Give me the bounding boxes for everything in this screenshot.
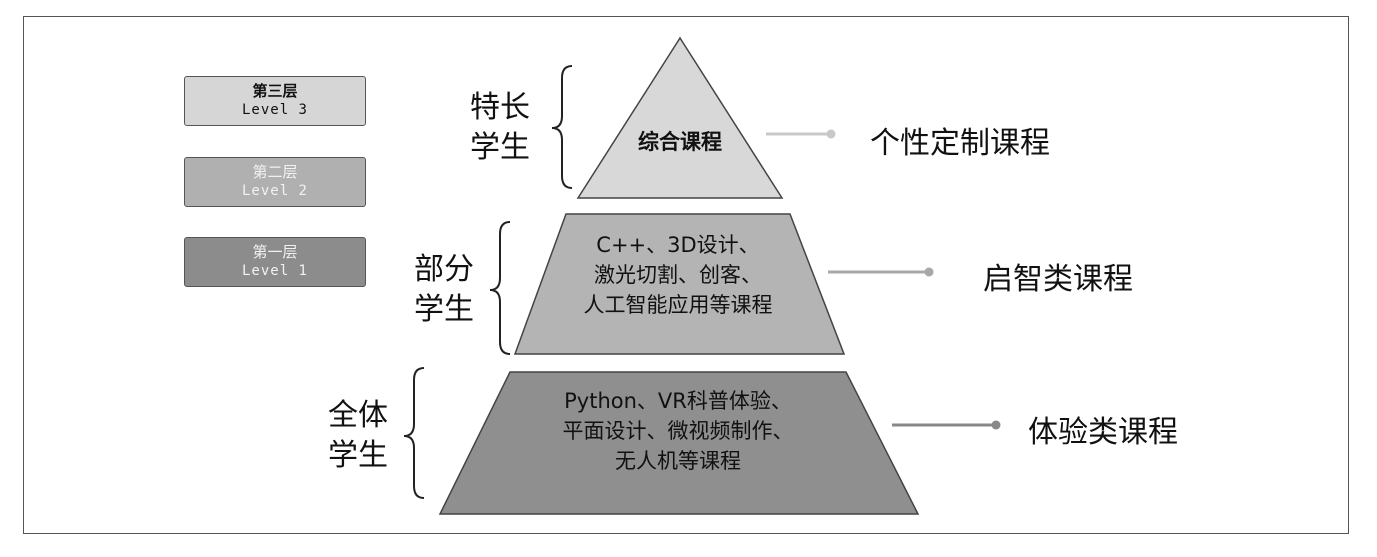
legend-level-3: 第三层 Level 3 (184, 76, 366, 126)
legend-level-3-title: 第三层 (252, 82, 298, 100)
tier-middle-line-1: C++、3D设计、 (596, 233, 760, 257)
category-top: 个性定制课程 (870, 126, 1050, 161)
tier-bottom-line-2: 平面设计、微视频制作、 (562, 419, 794, 443)
connector-middle-dot (924, 267, 934, 277)
tier-bottom-line-1: Python、VR科普体验、 (564, 389, 792, 413)
tier-middle-line-2: 激光切割、创客、 (594, 263, 762, 287)
pyramid-tier-bottom (438, 371, 920, 515)
tier-top-line-1: 综合课程 (638, 130, 722, 154)
group-middle-line1: 部分 (414, 252, 474, 287)
category-bottom: 体验类课程 (1028, 415, 1178, 450)
legend-level-1-title: 第一层 (252, 243, 298, 261)
group-bottom-line2: 学生 (328, 438, 388, 473)
connector-top-dot (826, 129, 836, 139)
legend-level-3-sub: Level 3 (241, 102, 308, 118)
legend-level-1: 第一层 Level 1 (184, 237, 366, 287)
brace-top (551, 65, 573, 189)
group-label-bottom: 全体 学生 (328, 396, 388, 476)
legend-level-2-sub: Level 2 (241, 183, 308, 199)
tier-top-content: 综合课程 (600, 126, 760, 156)
diagram-frame (23, 16, 1349, 534)
connector-bottom-dot (991, 420, 1001, 430)
group-middle-line2: 学生 (414, 292, 474, 327)
group-top-line2: 学生 (470, 130, 530, 165)
tier-middle-content: C++、3D设计、 激光切割、创客、 人工智能应用等课程 (530, 230, 826, 320)
group-top-line1: 特长 (470, 90, 530, 125)
tier-middle-line-3: 人工智能应用等课程 (583, 293, 773, 317)
pyramid-tier-middle (513, 213, 846, 355)
legend-level-2-title: 第二层 (252, 163, 298, 181)
group-bottom-line1: 全体 (328, 398, 388, 433)
tier-bottom-line-3: 无人机等课程 (615, 449, 741, 473)
group-label-top: 特长 学生 (470, 88, 530, 168)
brace-bottom (403, 367, 425, 499)
legend-level-1-sub: Level 1 (241, 263, 308, 279)
tier-bottom-content: Python、VR科普体验、 平面设计、微视频制作、 无人机等课程 (500, 386, 856, 476)
pyramid-tier-top (576, 36, 784, 199)
legend-level-2: 第二层 Level 2 (184, 157, 366, 207)
category-middle: 启智类课程 (983, 262, 1133, 297)
brace-middle (489, 221, 511, 355)
group-label-middle: 部分 学生 (414, 250, 474, 330)
